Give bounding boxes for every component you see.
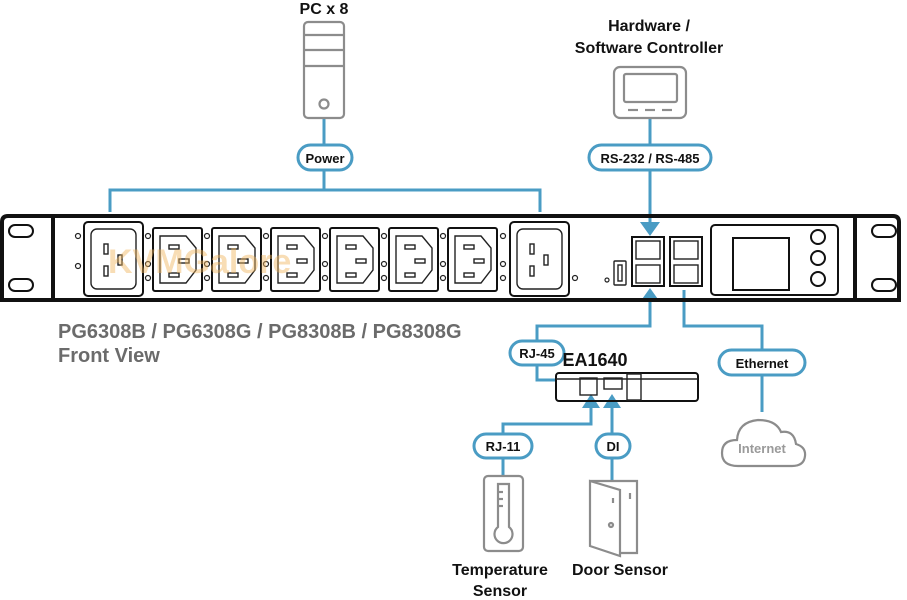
rack-slot [871,278,897,292]
cloud-icon [720,418,807,468]
internet-label: Internet [738,441,786,456]
controller-panel-icon [612,65,688,120]
ea1640-device [555,372,699,402]
rack-slot [8,224,34,238]
controller-label-line1: Hardware / [608,18,690,35]
ethernet-pill-label: Ethernet [736,356,789,371]
pdu-chassis [0,214,901,302]
power-pill: Power [296,143,354,172]
rack-slot [871,224,897,238]
outlet-bank [74,221,579,297]
rj45-pill: RJ-45 [508,339,566,367]
model-line: PG6308B / PG6308G / PG8308B / PG8308G [58,321,462,343]
outlet-c13 [388,227,439,292]
outlet-c13 [447,227,498,292]
controller-label-line2: Software Controller [575,40,723,57]
pc-label: PC x 8 [300,1,349,18]
power-pill-label: Power [305,151,344,166]
door-label: Door Sensor [572,562,668,579]
rj11-pill-label: RJ-11 [486,439,521,454]
usb-port [604,260,627,286]
ethernet-pill: Ethernet [717,348,807,377]
outlet-c13 [211,227,262,292]
outlet-c13 [329,227,380,292]
di-pill-label: DI [607,439,620,454]
rack-slot [8,278,34,292]
serial-pill-label: RS-232 / RS-485 [601,151,700,166]
temperature-label-line1: Temperature [452,562,548,579]
outlet-leds [74,232,579,282]
lcd-display [710,224,839,296]
view-label: Front View [58,345,160,367]
di-pill: DI [594,432,632,460]
outlet-c13 [152,227,203,292]
rj45-wire [535,300,652,382]
serial-arrow [640,222,660,236]
outlet-c13 [270,227,321,292]
door-icon [588,479,639,558]
outlet-c19 [83,221,144,297]
ea1640-label: EA1640 [562,350,627,370]
rj11-pill: RJ-11 [472,432,534,460]
outlet-c19 [509,221,570,297]
thermometer-icon [482,474,525,553]
temperature-label-line2: Sensor [473,583,527,600]
pc-tower-icon [302,20,346,120]
serial-pill: RS-232 / RS-485 [587,143,713,172]
rj45-ports [631,236,703,287]
rj45-pill-label: RJ-45 [519,346,554,361]
watermark: KVMGalore [108,243,291,281]
